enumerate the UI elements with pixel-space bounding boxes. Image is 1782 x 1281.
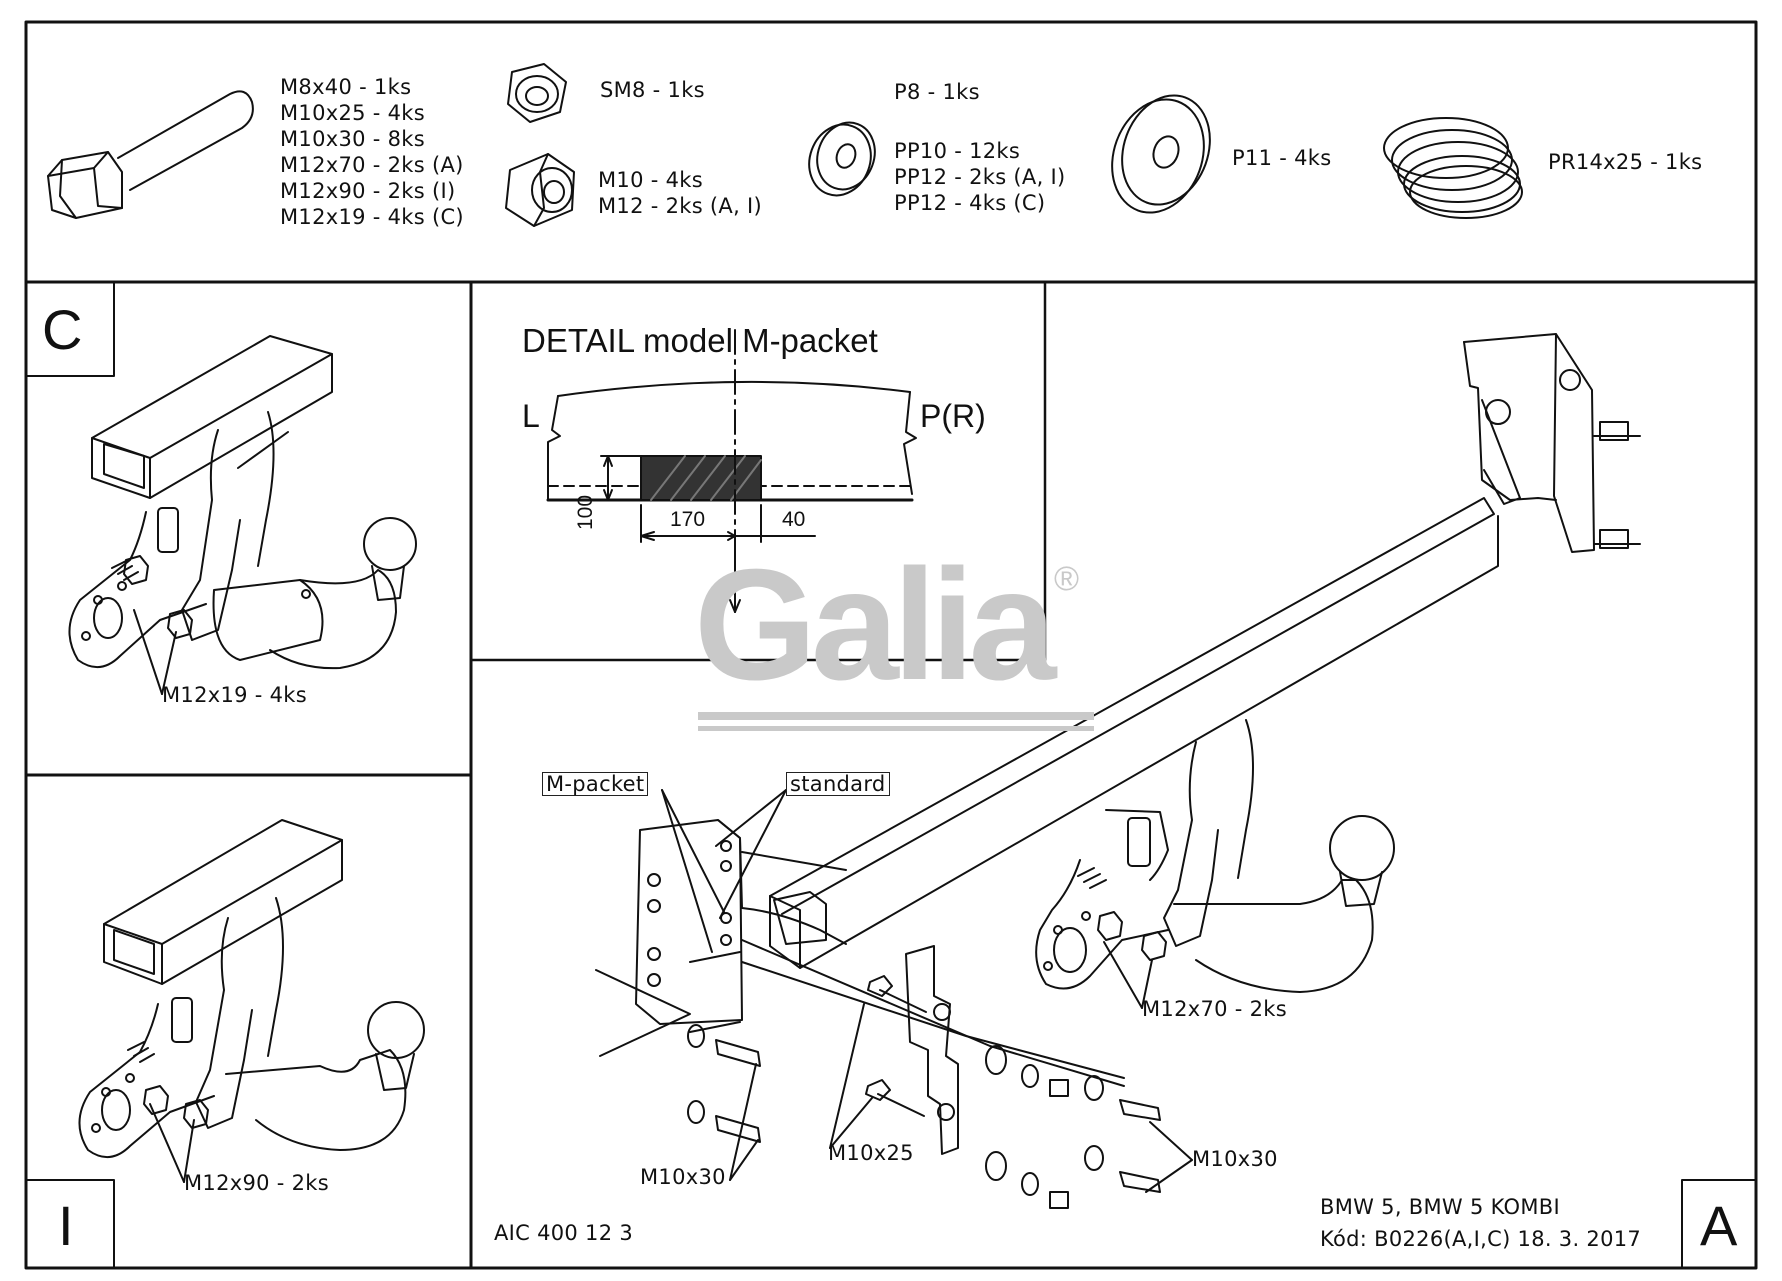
standard-callout: standard — [786, 772, 890, 796]
spring-washer-label: PR14x25 - 1ks — [1548, 150, 1703, 174]
self-lock-nut-label: SM8 - 1ks — [600, 78, 705, 102]
detail-title: DETAIL model M-packet — [522, 322, 878, 359]
m10x30-left-label: M10x30 — [640, 1165, 726, 1189]
panel-i-letter-box — [25, 1179, 115, 1269]
bolt-list-item: M10x30 - 8ks — [280, 127, 425, 151]
panel-a-letter: A — [1700, 1194, 1738, 1257]
detail-box — [469, 280, 1047, 662]
m12x70-label: M12x70 - 2ks — [1142, 997, 1287, 1021]
detail-offset-dimension: 40 — [782, 508, 806, 531]
washer-list-item: PP10 - 12ks — [894, 139, 1021, 163]
bolt-list: M8x40 - 1ks M10x25 - 4ks M10x30 - 8ks M1… — [280, 74, 464, 230]
panel-a-letter-box — [1681, 1179, 1757, 1269]
registered-mark: ® — [1054, 560, 1080, 598]
washer-list-item: PP12 - 2ks (A, I) — [894, 165, 1066, 189]
aic-code: AIC 400 12 3 — [494, 1221, 634, 1245]
detail-right-side: P(R) — [920, 398, 986, 434]
washer-p11-icon — [1111, 94, 1211, 214]
nut-list-item: M10 - 4ks — [598, 168, 703, 192]
m10x30-right-label: M10x30 — [1192, 1147, 1278, 1171]
hex-nut-icon — [505, 153, 575, 227]
nut-list-item: M12 - 2ks (A, I) — [598, 194, 763, 218]
bolt-list-item: M8x40 - 1ks — [280, 75, 412, 99]
spring-washer-icon — [1383, 117, 1523, 219]
main-towbar-drawing — [595, 333, 1641, 1209]
bolt-list-item: M10x25 - 4ks — [280, 101, 425, 125]
washer-p11-label: P11 - 4ks — [1232, 146, 1332, 170]
outer-frame — [24, 20, 1758, 1270]
watermark-underline-2 — [698, 726, 1094, 731]
vehicle-model: BMW 5, BMW 5 KOMBI — [1320, 1195, 1560, 1219]
panel-c-towbar-drawing — [68, 335, 417, 695]
m10x25-label: M10x25 — [828, 1141, 914, 1165]
self-lock-nut-icon — [507, 63, 567, 123]
detail-m-packet-drawing — [546, 329, 917, 613]
panel-i-letter: I — [58, 1194, 74, 1257]
panel-i-bolt-label: M12x90 - 2ks — [184, 1171, 329, 1195]
panel-c-bolt-label: M12x19 - 4ks — [162, 683, 307, 707]
panel-c-letter: C — [42, 298, 83, 361]
washer-p8-label: P8 - 1ks — [894, 80, 980, 104]
detail-width-dimension: 170 — [670, 508, 706, 531]
nut-list: M10 - 4ks M12 - 2ks (A, I) — [598, 167, 762, 219]
washer-p8-icon — [808, 121, 876, 197]
detail-left-side: L — [522, 398, 540, 434]
bolt-icon — [47, 90, 254, 219]
bolt-list-item: M12x19 - 4ks (C) — [280, 205, 464, 229]
drawing-code-date: Kód: B0226(A,I,C) 18. 3. 2017 — [1320, 1227, 1642, 1251]
washer-list-item: PP12 - 4ks (C) — [894, 191, 1046, 215]
panel-c-letter-box — [25, 281, 115, 377]
panel-i-towbar-drawing — [78, 819, 425, 1183]
m-packet-callout: M-packet — [542, 772, 649, 796]
washer-list: PP10 - 12ks PP12 - 2ks (A, I) PP12 - 4ks… — [894, 138, 1066, 216]
galia-watermark: Galia — [694, 537, 1056, 713]
bolt-list-item: M12x90 - 2ks (I) — [280, 179, 456, 203]
watermark-underline — [698, 712, 1094, 720]
detail-height-dimension: 100 — [574, 494, 597, 530]
bolt-list-item: M12x70 - 2ks (A) — [280, 153, 464, 177]
